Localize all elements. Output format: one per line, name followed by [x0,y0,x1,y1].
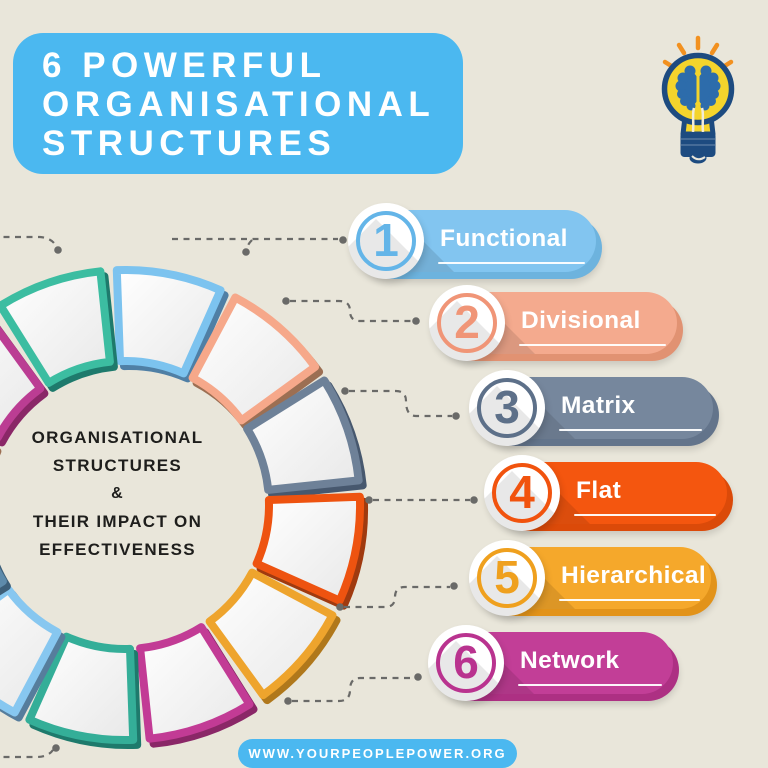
structure-number: 6 [453,636,479,688]
center-text-ampersand: & [111,485,124,502]
structure-label: Hierarchical [561,562,707,589]
structure-number: 2 [454,296,480,348]
badge-ring [492,463,552,523]
structure-label: Network [520,647,620,674]
badge-ring [436,633,496,693]
page-title: 6 POWERFUL ORGANISATIONAL STRUCTURES [13,33,463,174]
bulb-filament [691,107,705,133]
structure-number-badge: 5 [469,540,545,616]
pill-underline [438,261,585,264]
pill-underline [519,343,666,346]
structure-number: 4 [509,466,535,518]
title-line-1: 6 POWERFUL [42,46,327,85]
pill-underline [574,513,716,516]
brain-shape [675,65,721,111]
pill-underline [518,683,662,686]
pill-underline [559,428,702,431]
structure-label: Matrix [561,392,636,419]
badge-ring [477,378,537,438]
center-text-line: EFFECTIVENESS [39,540,196,559]
structure-pill-flat: Flat 4 [484,455,733,531]
structure-number: 5 [494,551,520,603]
badge-ring [477,548,537,608]
badge-ring [356,211,416,271]
structure-pill-functional: Functional 1 [348,203,602,279]
structure-number: 3 [494,381,520,433]
bulb-base [680,132,716,157]
footer-bar: WWW.YOURPEOPLEPOWER.ORG [238,739,517,768]
structure-number-badge: 3 [469,370,545,446]
center-text-line: STRUCTURES [52,456,183,475]
structure-pill-hierarchical: Hierarchical 5 [469,540,717,616]
title-line-2: ORGANISATIONAL [42,85,436,124]
structure-number-badge: 6 [428,625,504,701]
bulb-tip-shine [691,155,706,161]
structure-pill-network: Network 6 [428,625,679,701]
structure-number: 1 [373,214,399,266]
structure-label: Flat [576,477,622,504]
pill-underline [559,598,700,601]
structure-label: Divisional [521,307,641,334]
structure-number-badge: 2 [429,285,505,361]
structure-number-badge: 1 [348,203,424,279]
center-text-line: ORGANISATIONAL [31,428,204,447]
wheel-center-text: ORGANISATIONAL STRUCTURES & THEIR IMPACT… [15,424,220,564]
bulb-tip [689,152,707,164]
structure-number-badge: 4 [484,455,560,531]
title-line-3: STRUCTURES [42,124,337,163]
badge-ring [437,293,497,353]
website-link[interactable]: WWW.YOURPEOPLEPOWER.ORG [248,746,507,761]
structure-pill-matrix: Matrix 3 [469,370,719,446]
structure-label: Functional [440,225,568,252]
bulb-base-ridges [681,138,715,146]
brain-lightbulb-icon [661,35,735,164]
structure-pill-divisional: Divisional 2 [429,285,683,361]
center-text-line: THEIR IMPACT ON [32,512,203,531]
